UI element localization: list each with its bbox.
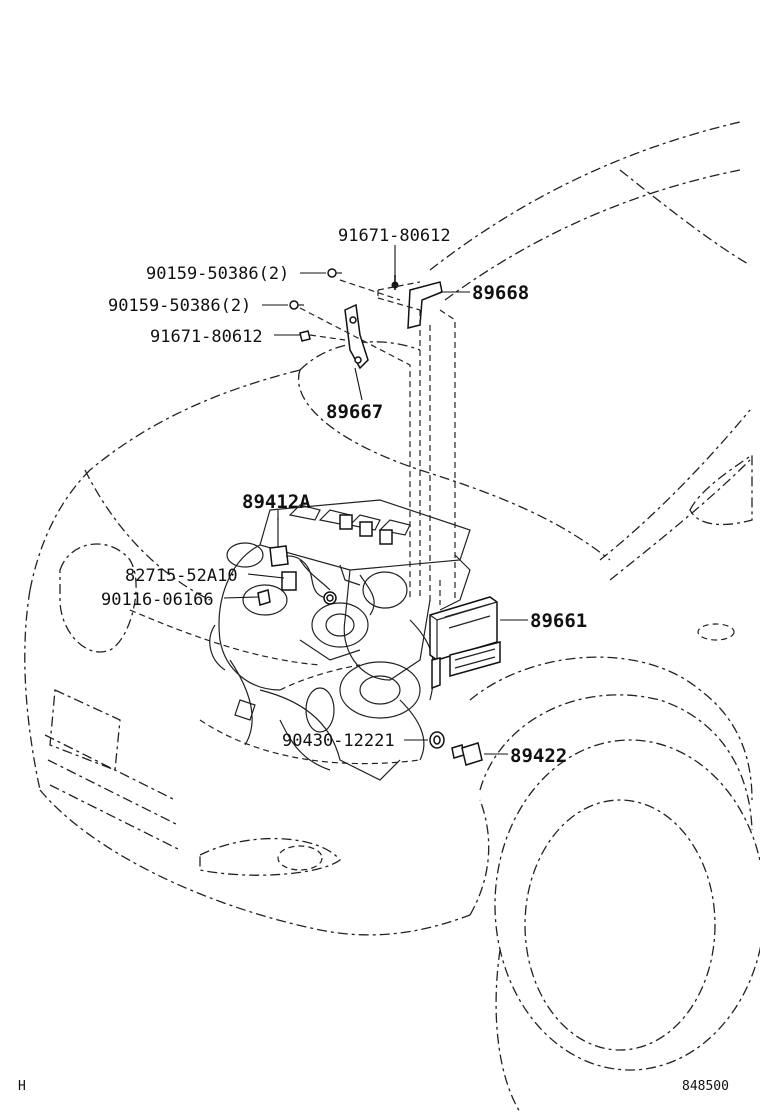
ecu-89661	[429, 596, 501, 690]
label-90430-12221: 90430-12221	[282, 731, 395, 751]
gasket-90430-12221	[429, 731, 445, 749]
label-82715-52A10: 82715-52A10	[125, 566, 238, 586]
label-90159-50386-upper: 90159-50386(2)	[146, 264, 289, 284]
car-body-outline	[24, 121, 760, 1112]
label-91671-80612-top: 91671-80612	[338, 226, 451, 246]
footer-left-code: H	[18, 1079, 26, 1094]
label-89667: 89667	[326, 401, 383, 423]
label-89668: 89668	[472, 282, 529, 304]
bolt-90159-upper	[327, 268, 342, 278]
bolt-91671-lower	[299, 330, 311, 342]
installation-lines	[279, 279, 456, 691]
label-89412A: 89412A	[242, 491, 311, 513]
label-89422: 89422	[510, 745, 567, 767]
label-90159-50386-lower: 90159-50386(2)	[108, 296, 251, 316]
bracket-89667	[344, 303, 369, 370]
leader-lines	[223, 245, 528, 755]
sensor-89412A	[269, 518, 337, 605]
part-labels: 91671-80612 90159-50386(2) 89668 90159-5…	[101, 226, 587, 767]
label-90116-06166: 90116-06166	[101, 590, 214, 610]
label-91671-80612-lower: 91671-80612	[150, 327, 263, 347]
clip-90116-06166	[257, 589, 271, 606]
label-89661: 89661	[530, 610, 587, 632]
bolt-90159-lower	[289, 300, 304, 310]
footer-diagram-number: 848500	[682, 1079, 729, 1094]
bracket-89668	[391, 275, 443, 329]
engine-block	[209, 499, 471, 781]
sensor-89422	[451, 742, 483, 766]
